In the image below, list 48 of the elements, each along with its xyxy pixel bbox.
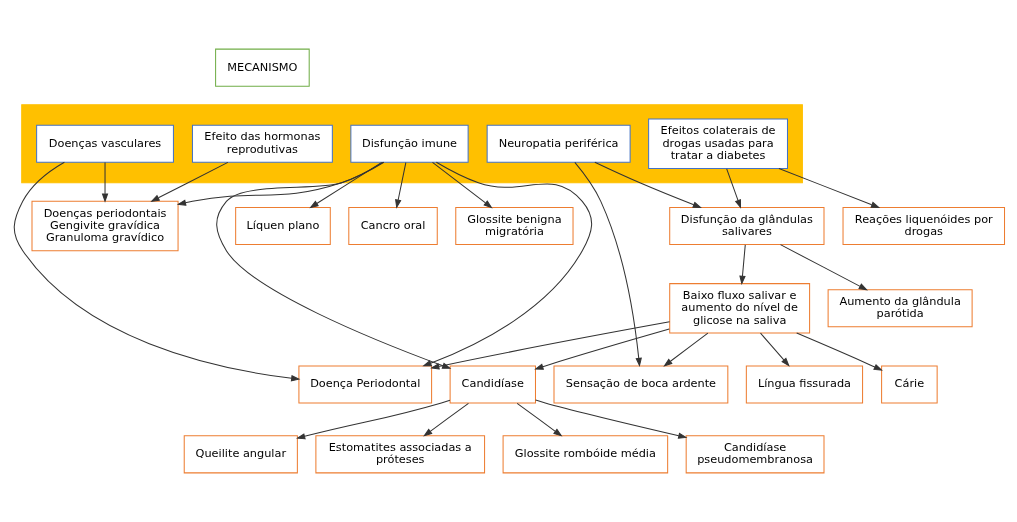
arrow	[759, 332, 790, 367]
arrow	[215, 161, 451, 369]
arrow	[725, 168, 741, 209]
node-box: Queilite angular	[183, 435, 298, 474]
node-box: Disfunção da glândulas salivares	[668, 207, 824, 246]
node-box: Neuropatia periférica	[486, 124, 631, 163]
node-box: Reações liquenóides por drogas	[842, 207, 1005, 246]
arrow	[101, 162, 108, 203]
node-box: Líquen plano	[234, 207, 331, 246]
arrow	[533, 328, 670, 370]
node-box: Efeito das hormonas reprodutivas	[191, 124, 333, 163]
node-box: Estomatites associadas a próteses	[314, 435, 485, 474]
node-box: Efeitos colaterais de drogas usadas para tratar a diabetes	[647, 118, 788, 169]
arrow	[422, 402, 469, 437]
arrow	[534, 399, 687, 439]
arrow	[13, 161, 300, 382]
arrow	[779, 244, 868, 291]
node-box: Disfunção imune	[349, 124, 469, 163]
arrow	[573, 161, 642, 368]
node-box: Baixo fluxo salivar e aumento do nível de glicose na saliva	[668, 283, 810, 334]
arrow	[516, 402, 562, 437]
node-box: Sensação de boca ardente	[553, 365, 728, 404]
arrow	[429, 321, 670, 370]
arrow	[149, 161, 228, 202]
node-box: Aumento da glândula parótida	[827, 289, 973, 328]
node-box: Cancro oral	[347, 207, 438, 246]
node-box: Cárie	[880, 365, 938, 404]
arrow	[295, 399, 450, 440]
arrow	[738, 244, 746, 285]
arrow	[662, 332, 708, 367]
arrow	[421, 161, 592, 367]
node-box: Doença Periodontal	[297, 365, 432, 404]
arrow	[176, 161, 384, 206]
arrow	[308, 161, 382, 209]
node-box: MECANISMO	[214, 48, 310, 87]
node-box: Glossite benigna migratória	[454, 207, 574, 246]
node-box: Doenças periodontais Gengivite gravídica Granuloma gravídico	[31, 200, 179, 252]
node-box: Candidíase	[449, 365, 536, 404]
node-box: Língua fissurada	[745, 365, 863, 404]
arrow	[777, 168, 880, 208]
arrow	[795, 332, 883, 371]
node-box: Candidíase pseudomembranosa	[685, 435, 824, 474]
arrow	[394, 162, 406, 209]
arrow	[593, 161, 702, 209]
node-box: Glossite rombóide média	[502, 435, 668, 474]
node-box: Doenças vasculares	[35, 124, 174, 163]
cluster	[20, 104, 803, 184]
arrow	[431, 161, 493, 209]
